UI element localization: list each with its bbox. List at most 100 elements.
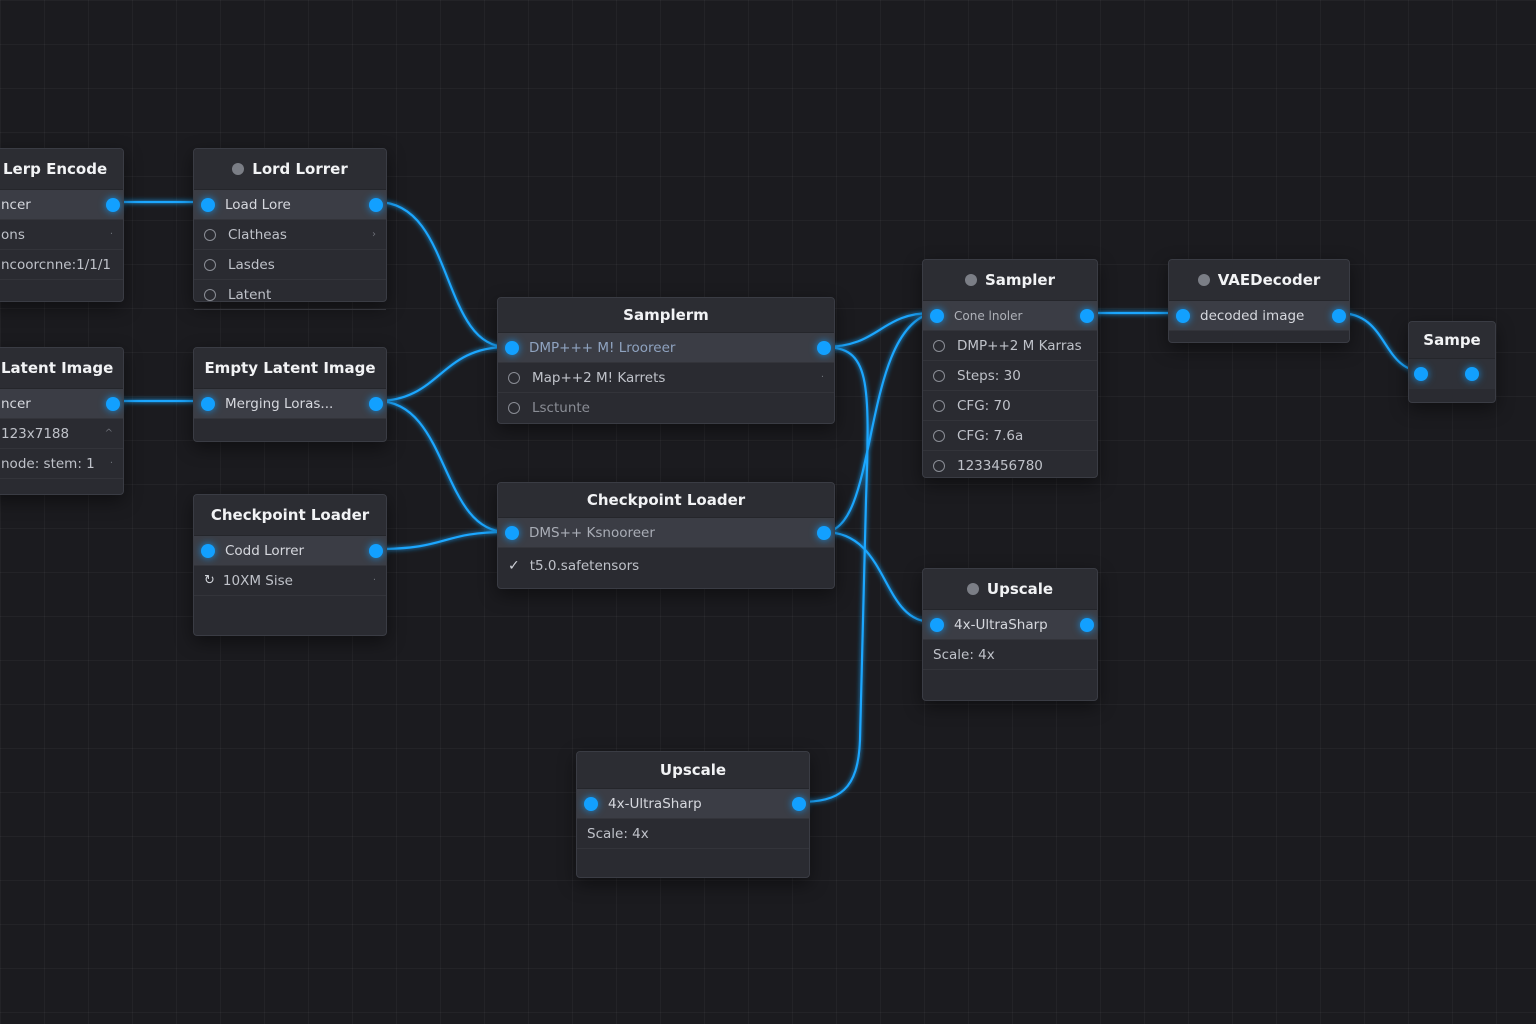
input-port[interactable]: [930, 308, 944, 323]
node-status-icon: [1197, 274, 1210, 286]
input-port[interactable]: [1176, 308, 1190, 323]
widget-row[interactable]: Latent: [194, 280, 386, 310]
radio-icon[interactable]: [933, 459, 945, 472]
output-row[interactable]: ncer: [0, 190, 123, 220]
input-port[interactable]: [201, 197, 215, 212]
wire: [823, 311, 933, 349]
io-row[interactable]: Load Lore: [194, 190, 386, 220]
node-title: Upscale: [659, 761, 727, 779]
wire: [376, 530, 508, 551]
output-port[interactable]: [369, 396, 383, 411]
widget-row[interactable]: node: stem: 1·: [0, 449, 123, 479]
wire: [823, 311, 933, 534]
wire: [376, 399, 508, 534]
radio-icon[interactable]: [933, 339, 945, 352]
widget-row[interactable]: Lsctunte: [498, 393, 834, 422]
input-port[interactable]: [584, 796, 598, 811]
io-row[interactable]: Merging Loras...: [194, 389, 386, 419]
widget-row[interactable]: ↻10XM Sise·: [194, 566, 386, 596]
widget-row[interactable]: Scale: 4x: [923, 640, 1097, 670]
io-row[interactable]: Codd Lorrer: [194, 536, 386, 566]
output-port[interactable]: [817, 525, 831, 540]
sampler-node[interactable]: Samplerm DMP+++ M! Lrooreer Map++2 M! Ka…: [497, 297, 835, 424]
chevron-icon: ›: [372, 229, 376, 240]
radio-icon[interactable]: [204, 228, 216, 241]
radio-icon[interactable]: [933, 369, 945, 382]
sample-output-node[interactable]: Sampe: [1408, 321, 1496, 403]
node-status-icon: [964, 274, 977, 286]
checkpoint-loader-node[interactable]: Checkpoint Loader Codd Lorrer ↻10XM Sise…: [193, 494, 387, 636]
node-title: Lerp Encode: [3, 160, 108, 178]
output-port[interactable]: [106, 197, 120, 212]
widget-row[interactable]: Scale: 4x: [577, 819, 809, 849]
latent-image-node[interactable]: Latent Image ncer 123x7188^ node: stem: …: [0, 347, 124, 495]
io-row[interactable]: 4x-UltraSharp: [923, 610, 1097, 640]
node-status-icon: [232, 163, 245, 175]
widget-row[interactable]: ✓t5.0.safetensors: [508, 558, 640, 574]
widget-row[interactable]: DMP++2 M Karras: [923, 331, 1097, 361]
chevron-icon: ·: [372, 575, 376, 586]
io-row[interactable]: Cone lnoler: [923, 301, 1097, 331]
checkpoint-loader-node-2[interactable]: Checkpoint Loader DMS++ Ksnooreer ✓t5.0.…: [497, 482, 835, 589]
widget-row[interactable]: CFG: 70: [923, 391, 1097, 421]
wire: [376, 345, 508, 403]
node-title: Upscale: [986, 580, 1054, 598]
widget-row[interactable]: ons·: [0, 220, 123, 250]
vae-decoder-node[interactable]: VAEDecoder decoded image: [1168, 259, 1350, 343]
radio-icon[interactable]: [204, 288, 216, 301]
output-port[interactable]: [1332, 308, 1346, 323]
refresh-icon: ↻: [204, 573, 215, 588]
checkmark-icon[interactable]: ✓: [508, 558, 520, 574]
input-port[interactable]: [505, 340, 519, 355]
widget-row[interactable]: CFG: 7.6a: [923, 421, 1097, 451]
output-port[interactable]: [1080, 308, 1094, 323]
output-port[interactable]: [369, 197, 383, 212]
lerp-encode-node[interactable]: Lerp Encode ncer ons· ncoorcnne:1/1/1: [0, 148, 124, 302]
node-title: Sampler: [984, 271, 1055, 289]
node-title: Latent Image: [1, 359, 114, 377]
empty-latent-image-node[interactable]: Empty Latent Image Merging Loras...: [193, 347, 387, 442]
io-row[interactable]: DMP+++ M! Lrooreer: [498, 333, 834, 363]
input-port[interactable]: [201, 396, 215, 411]
widget-row[interactable]: Lasdes: [194, 250, 386, 280]
widget-row[interactable]: 123x7188^: [0, 419, 123, 449]
node-title: Checkpoint Loader: [586, 491, 746, 509]
wire: [823, 530, 933, 624]
output-port[interactable]: [817, 340, 831, 355]
input-port[interactable]: [505, 525, 519, 540]
output-port[interactable]: [1080, 617, 1094, 632]
load-lora-node[interactable]: Lord Lorrer Load Lore Clatheas› Lasdes L…: [193, 148, 387, 310]
output-port[interactable]: [369, 543, 383, 558]
widget-row[interactable]: 1233456780: [923, 451, 1097, 480]
input-port[interactable]: [930, 617, 944, 632]
output-row[interactable]: ncer: [0, 389, 123, 419]
widget-row[interactable]: Steps: 30: [923, 361, 1097, 391]
radio-icon[interactable]: [508, 401, 520, 414]
output-port[interactable]: [792, 796, 806, 811]
widget-row[interactable]: Clatheas›: [194, 220, 386, 250]
io-row[interactable]: DMS++ Ksnooreer: [498, 518, 834, 548]
upscale-node[interactable]: Upscale 4x-UltraSharp Scale: 4x: [576, 751, 810, 878]
widget-row[interactable]: ncoorcnne:1/1/1: [0, 250, 123, 280]
input-port[interactable]: [1414, 367, 1428, 381]
io-row[interactable]: [1409, 359, 1495, 389]
node-status-icon: [966, 583, 979, 595]
io-row[interactable]: 4x-UltraSharp: [577, 789, 809, 819]
node-title: Empty Latent Image: [204, 359, 376, 377]
io-row[interactable]: decoded image: [1169, 301, 1349, 331]
sampler-node-2[interactable]: Sampler Cone lnoler DMP++2 M Karras Step…: [922, 259, 1098, 478]
upscale-node-2[interactable]: Upscale 4x-UltraSharp Scale: 4x: [922, 568, 1098, 701]
output-port[interactable]: [1465, 367, 1479, 381]
chevron-icon: ·: [109, 229, 113, 240]
radio-icon[interactable]: [508, 371, 520, 384]
input-port[interactable]: [201, 543, 215, 558]
output-port[interactable]: [106, 396, 120, 411]
radio-icon[interactable]: [933, 429, 945, 442]
radio-icon[interactable]: [933, 399, 945, 412]
radio-icon[interactable]: [204, 258, 216, 271]
widget-row[interactable]: Map++2 M! Karrets·: [498, 363, 834, 393]
node-title: Sampe: [1423, 331, 1481, 349]
wire: [376, 200, 508, 349]
node-title: VAEDecoder: [1217, 271, 1321, 289]
chevron-up-icon: ^: [104, 428, 113, 439]
